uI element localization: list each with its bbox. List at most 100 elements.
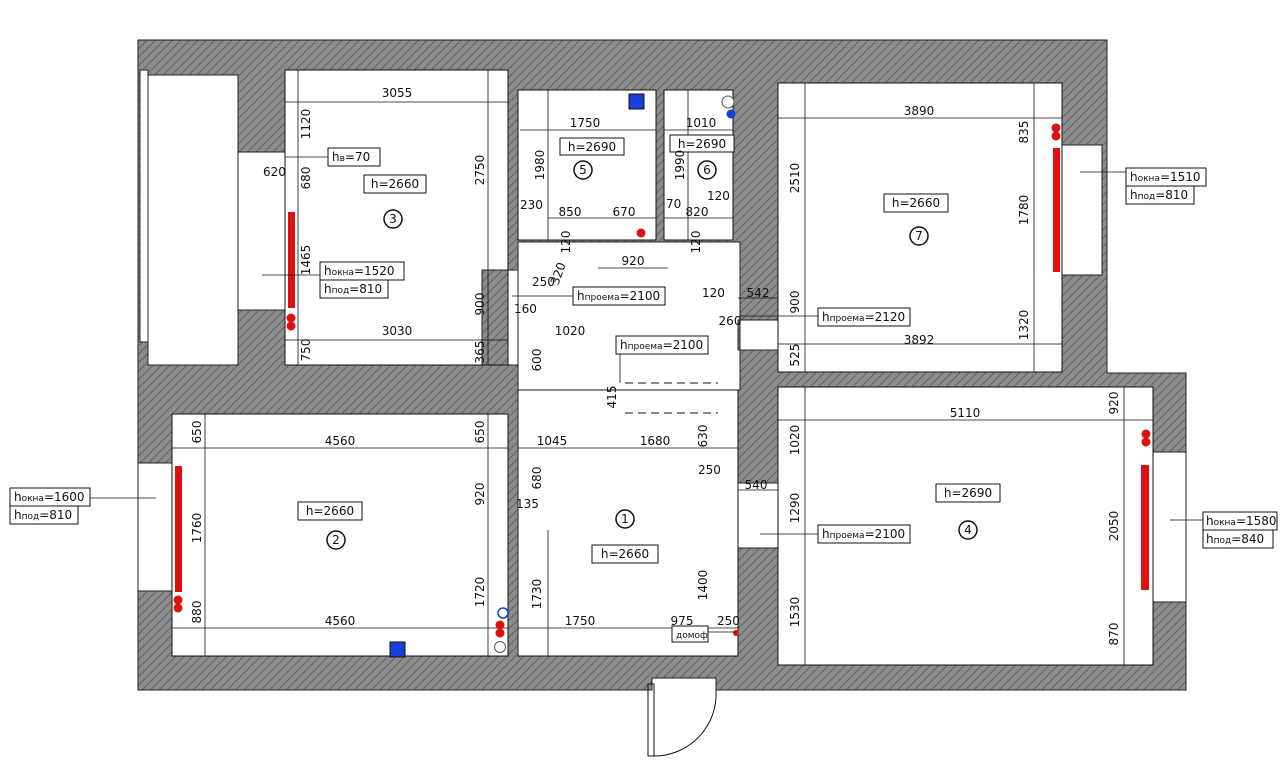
dim-label: 365 xyxy=(473,341,487,364)
dim-label: 850 xyxy=(559,205,582,219)
room-height-5: h=2690 xyxy=(568,140,616,154)
dim-label: 230 xyxy=(520,198,543,212)
radiator-room3 xyxy=(288,212,295,308)
dim-label: 5110 xyxy=(950,406,981,420)
dim-label: 835 xyxy=(1017,121,1031,144)
room-marker-1 xyxy=(615,509,635,529)
dim-label: 1750 xyxy=(565,614,596,628)
entrance-door xyxy=(647,683,717,757)
window-room7 xyxy=(1061,144,1103,276)
room-height-7: h=2660 xyxy=(892,196,940,210)
room-number-7: 7 xyxy=(915,229,923,243)
radiators xyxy=(175,148,1149,592)
dim-label: 650 xyxy=(473,421,487,444)
dim-label: 70 xyxy=(666,197,681,211)
dim-label: 680 xyxy=(299,167,313,190)
dim-label: 1780 xyxy=(1017,195,1031,226)
dim-label: 1760 xyxy=(190,513,204,544)
dim-label: 542 xyxy=(747,286,770,300)
dim-label: 1020 xyxy=(555,324,586,338)
windows xyxy=(137,69,1187,603)
callout-intercom: домоф xyxy=(676,631,708,641)
dim-label: 1045 xyxy=(537,434,568,448)
dim-label: 260 xyxy=(719,314,742,328)
callout-window-room7: hокна=1510 xyxy=(1130,170,1201,184)
dim-label: 4560 xyxy=(325,434,356,448)
room-outlines xyxy=(171,69,1154,666)
callout-sill-room7: hпод=810 xyxy=(1130,188,1188,202)
dim-label: 900 xyxy=(788,291,802,314)
dim-label: 3030 xyxy=(382,324,413,338)
room-number-5: 5 xyxy=(579,163,587,177)
room-marker-6 xyxy=(697,160,717,180)
room-marker-5 xyxy=(573,160,593,180)
room-height-6: h=2690 xyxy=(678,137,726,151)
dim-label: 120 xyxy=(689,231,703,254)
callout-opening-b: hпроема=2100 xyxy=(620,338,703,352)
radiator-room7 xyxy=(1053,148,1060,272)
dim-label: 415 xyxy=(605,386,619,409)
dim-label: 1020 xyxy=(788,425,802,456)
dim-label: 160 xyxy=(514,302,537,316)
dim-label: 540 xyxy=(745,478,768,492)
dim-label: 1680 xyxy=(640,434,671,448)
room-marker-4 xyxy=(958,520,978,540)
callout-opening-a: hпроема=2100 xyxy=(577,289,660,303)
dim-label: 1010 xyxy=(686,116,717,130)
dimension-lines xyxy=(172,70,1153,665)
dim-label: 680 xyxy=(530,467,544,490)
sockets xyxy=(173,93,1151,658)
dim-label: 900 xyxy=(473,293,487,316)
dim-label: 670 xyxy=(613,205,636,219)
callout-sill-room3: hпод=810 xyxy=(324,282,382,296)
dim-label: 1750 xyxy=(570,116,601,130)
room-number-6: 6 xyxy=(703,163,711,177)
callout-window-room4: hокна=1580 xyxy=(1206,514,1277,528)
dim-label: 1530 xyxy=(788,597,802,628)
dim-label: 920 xyxy=(622,254,645,268)
dim-label: 975 xyxy=(671,614,694,628)
radiator-room4 xyxy=(1141,465,1149,590)
dim-label: 880 xyxy=(190,601,204,624)
window-room4 xyxy=(1152,451,1187,603)
callout-window-room3: hокна=1520 xyxy=(324,264,395,278)
dim-label: 120 xyxy=(702,286,725,300)
dim-label: 120 xyxy=(559,231,573,254)
dim-label: 870 xyxy=(1107,623,1121,646)
dim-label: 250 xyxy=(717,614,740,628)
room-number-2: 2 xyxy=(332,533,340,547)
dim-label: 3892 xyxy=(904,333,935,347)
dim-label: 1400 xyxy=(696,570,710,601)
room-marker-7 xyxy=(909,226,929,246)
ventilation-icon xyxy=(628,93,645,110)
dim-label: 250 xyxy=(532,275,555,289)
callout-sill-room2: hпод=810 xyxy=(14,508,72,522)
dim-label: 1290 xyxy=(788,493,802,524)
dim-label: 920 xyxy=(473,483,487,506)
callouts: hв=70 hокна=1520 hпод=810 hпроема=2100 h… xyxy=(9,147,1278,643)
dim-label: 1465 xyxy=(299,245,313,276)
callout-window-room2: hокна=1600 xyxy=(14,490,85,504)
dim-label: 3055 xyxy=(382,86,413,100)
room-number-3: 3 xyxy=(389,212,397,226)
dim-label: 1720 xyxy=(473,577,487,608)
dim-label: 600 xyxy=(530,349,544,372)
dim-label: 120 xyxy=(707,189,730,203)
ventilation-icon xyxy=(389,641,406,658)
dim-label: 650 xyxy=(190,421,204,444)
dim-label: 135 xyxy=(516,497,539,511)
callout-opening-2120: hпроема=2120 xyxy=(822,310,905,324)
dim-label: 1120 xyxy=(299,109,313,140)
dim-label: 820 xyxy=(686,205,709,219)
window-room3 xyxy=(237,151,286,311)
callout-h70: hв=70 xyxy=(332,150,370,164)
room-number-4: 4 xyxy=(964,523,972,537)
dim-label: 1320 xyxy=(1017,310,1031,341)
room-number-1: 1 xyxy=(621,512,629,526)
room-height-3: h=2660 xyxy=(371,177,419,191)
dim-label: 620 xyxy=(263,165,286,179)
dim-label: 2510 xyxy=(788,163,802,194)
dim-label: 2050 xyxy=(1107,511,1121,542)
dim-label: 1730 xyxy=(530,579,544,610)
